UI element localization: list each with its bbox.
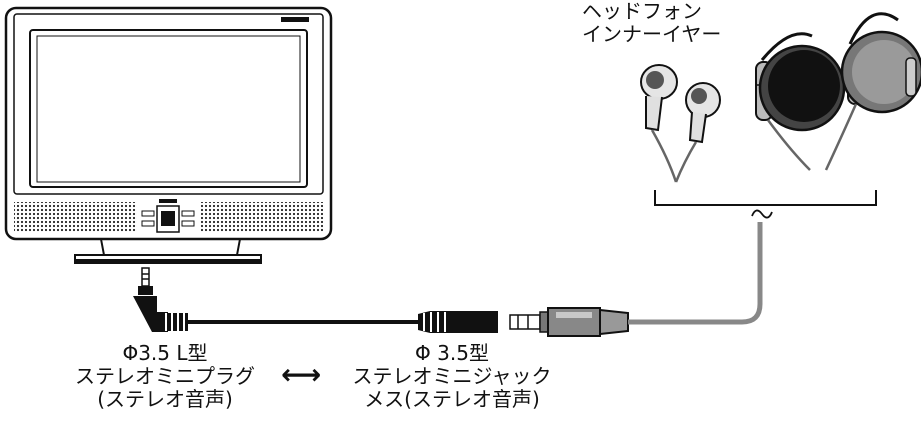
left-connector-line2: ステレオミニプラグ xyxy=(75,364,255,388)
l-plug-cable xyxy=(133,267,498,333)
tv-stand xyxy=(74,238,262,264)
ear-clip-headphones xyxy=(755,12,921,171)
inner-ear-earbuds xyxy=(640,64,721,183)
headphones-label-line2: インナーイヤー xyxy=(582,22,722,46)
left-connector-label: Φ3.5 L型 ステレオミニプラグ (ステレオ音声) xyxy=(50,342,280,411)
left-connector-line3: (ステレオ音声) xyxy=(97,387,233,411)
headphone-bracket xyxy=(654,190,877,206)
right-connector-line1: Φ 3.5型 xyxy=(415,341,489,365)
bidirectional-arrow-icon: ⟷ xyxy=(281,358,322,391)
headphones-label: ヘッドフォン インナーイヤー xyxy=(582,0,721,46)
tv-control-buttons xyxy=(141,199,195,233)
right-connector-label: Φ 3.5型 ステレオミニジャック メス(ステレオ音声) xyxy=(336,342,568,411)
headphone-plug xyxy=(509,209,773,337)
tv-screen xyxy=(29,29,308,188)
speaker-grill-right xyxy=(201,202,323,232)
right-connector-line2: ステレオミニジャック xyxy=(352,364,552,388)
headphones-label-line1: ヘッドフォン xyxy=(582,0,702,23)
right-connector-line3: メス(ステレオ音声) xyxy=(364,387,540,411)
speaker-grill-left xyxy=(14,202,137,232)
tv-monitor xyxy=(4,6,333,264)
left-connector-line1: Φ3.5 L型 xyxy=(122,341,208,365)
